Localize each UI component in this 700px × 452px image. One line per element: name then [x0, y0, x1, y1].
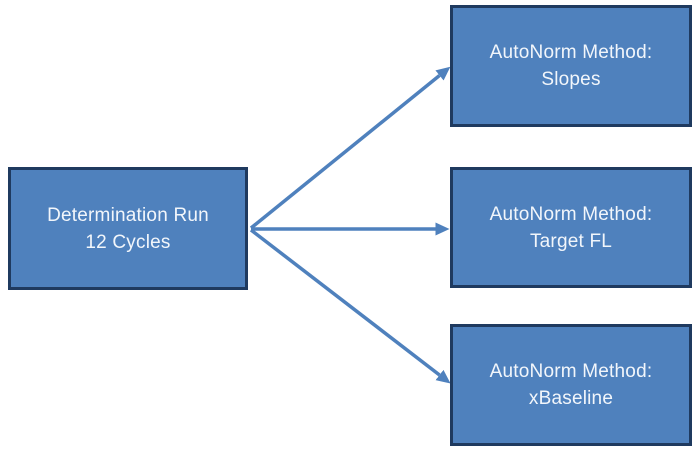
- node-label-line: AutoNorm Method:: [489, 42, 653, 63]
- node-label-line: xBaseline: [528, 388, 614, 409]
- node-label-line: AutoNorm Method:: [489, 203, 653, 225]
- node-determination-run: Determination Run 12 Cycles: [8, 167, 248, 290]
- node-label-line: Determination Run: [47, 204, 209, 226]
- node-autonorm-xbaseline: AutoNorm Method: xBaseline: [450, 324, 692, 446]
- node-label-line: Target FL: [529, 230, 613, 252]
- node-label-line: AutoNorm Method:: [489, 361, 653, 382]
- arrow-to-xbaseline: [249, 228, 451, 384]
- node-autonorm-slopes: AutoNorm Method: Slopes: [450, 5, 692, 127]
- arrow-to-slopes: [249, 66, 451, 230]
- node-label-line: Slopes: [541, 69, 601, 90]
- node-autonorm-target-fl: AutoNorm Method: Target FL: [450, 167, 692, 288]
- node-label-line: 12 Cycles: [85, 231, 171, 253]
